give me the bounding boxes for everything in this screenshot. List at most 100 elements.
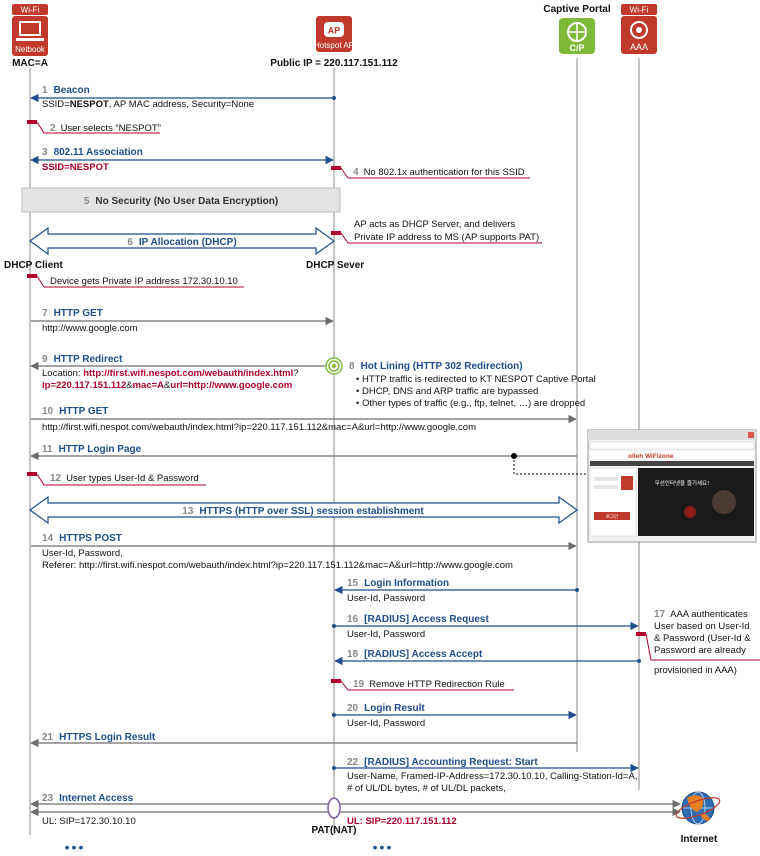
step-1-detail: SSID=NESPOT, AP MAC address, Security=No…: [42, 99, 254, 110]
step-3-ssid: SSID=NESPOT: [42, 162, 109, 173]
step-23-ul-public: UL: SIP=220.117.151.112: [347, 816, 457, 827]
note-marker-private-ip: [27, 274, 37, 278]
login-id-field: [594, 477, 618, 481]
hotspot-ap-label: Hotspot AP: [314, 41, 354, 50]
aaa-wifi-badge-label: Wi-Fi: [630, 6, 649, 15]
browser-titlebar: [588, 430, 756, 440]
note-marker-4: [331, 166, 341, 170]
aaa-wifi-badge: [621, 4, 657, 15]
device-private-ip-note: Device gets Private IP address 172.30.10…: [50, 276, 238, 287]
promo-figure: [712, 490, 736, 514]
step-14-detail-1: User-Id, Password,: [42, 548, 123, 559]
captive-portal-title: Captive Portal: [543, 4, 610, 15]
dhcp-note-line-1: AP acts as DHCP Server, and delivers: [354, 219, 515, 230]
step-22-detail-2: # of UL/DL bytes, # of UL/DL packets,: [347, 783, 506, 794]
entity-captive-portal: Captive Portal C/P: [543, 4, 611, 54]
step-16-title: 16[RADIUS] Access Request: [347, 614, 489, 625]
internet-globe-icon: [675, 791, 721, 825]
ap-icon-text: AP: [328, 26, 341, 36]
step-17-line-2: User based on User-Id: [654, 621, 750, 632]
note-underline-4: [340, 167, 530, 179]
step-15-detail: User-Id, Password: [347, 593, 425, 604]
aaa-icon: [621, 16, 657, 54]
step-16-detail: User-Id, Password: [347, 629, 425, 640]
step-17-line-5: provisioned in AAA): [654, 665, 737, 676]
step-8-bullet-2: • DHCP, DNS and ARP traffic are bypassed: [356, 386, 538, 397]
step-7-detail: http://www.google.com: [42, 323, 138, 334]
dhcp-note-line-2: Private IP address to MS (AP supports PA…: [354, 232, 539, 243]
login-wifi-icon: [621, 476, 633, 490]
hotspot-public-ip: Public IP = 220.117.151.112: [270, 58, 398, 69]
browser-nav-strip: [590, 461, 754, 466]
step-17-line-4: Password are already: [654, 645, 746, 656]
olleh-wifizone-brand: olleh WiFizone: [628, 453, 674, 460]
internet-label: Internet: [681, 834, 718, 845]
https-session-arrow: [28, 495, 579, 525]
browser-header: [590, 451, 754, 459]
ap-icon-badge: [324, 22, 344, 37]
pat-nat-label: PAT(NAT): [312, 825, 357, 836]
step-8-bullet-3: • Other types of traffic (e.g., ftp, tel…: [356, 398, 585, 409]
arrow-origin-dot: [575, 588, 579, 592]
note-underline-12: [36, 473, 206, 486]
browser-address-bar: [589, 441, 755, 450]
step-10-detail: http://first.wifi.nespot.com/webauth/ind…: [42, 422, 476, 433]
no-security-box: [21, 187, 341, 213]
dhcp-allocation-arrow: [28, 226, 336, 256]
continuation-ellipsis-left: •••: [65, 839, 86, 855]
step-22-detail-1: User-Name, Framed-IP-Address=172.30.10.1…: [347, 771, 637, 782]
step-17-line-3: & Password (User-Id &: [654, 633, 751, 644]
note-marker-17: [636, 632, 646, 636]
captive-portal-icon-label: C/P: [569, 43, 584, 53]
wifi-badge: [12, 4, 48, 15]
step-9-location: Location: http://first.wifi.nespot.com/w…: [42, 368, 299, 379]
note-underline-2: [36, 121, 160, 134]
note-underline-17: [645, 633, 760, 661]
redirect-icon-dot: [332, 364, 336, 368]
promo-banner: [638, 468, 754, 536]
browser-close-icon: [748, 432, 754, 438]
note-marker-12: [27, 472, 37, 476]
step-18-title: 18[RADIUS] Access Accept: [347, 649, 483, 660]
note-marker-2: [27, 120, 37, 124]
pat-nat-icon: [327, 797, 341, 819]
note-marker-19: [331, 679, 341, 683]
dhcp-client-label: DHCP Client: [4, 260, 63, 271]
step-8-bullet-1: • HTTP traffic is redirected to KT NESPO…: [356, 374, 596, 385]
note-underline-19: [340, 680, 514, 691]
login-submit-button: [594, 512, 630, 520]
step-23-ul-private: UL: SIP=172.30.10.10: [42, 816, 136, 827]
arrow-origin-dot: [332, 96, 336, 100]
netbook-keyboard: [16, 38, 44, 41]
arrow-origin-dot: [332, 766, 336, 770]
step-20-detail: User-Id, Password: [347, 718, 425, 729]
login-password-field: [594, 485, 618, 489]
step-14-detail-2: Referer: http://first.wifi.nespot.com/we…: [42, 560, 513, 571]
promo-figure-small: [684, 506, 696, 518]
netbook-screen-inner: [21, 23, 39, 34]
note-underline-6: [340, 232, 542, 244]
login-page-screenshot: olleh WiFizone 로그인 무선인터넷을 즐기세요!: [587, 429, 757, 543]
note-underline-private-ip: [36, 275, 244, 288]
login-submit-label: 로그인: [606, 513, 618, 520]
arrow-origin-dot: [332, 713, 336, 717]
redirect-icon-inner: [328, 360, 340, 372]
